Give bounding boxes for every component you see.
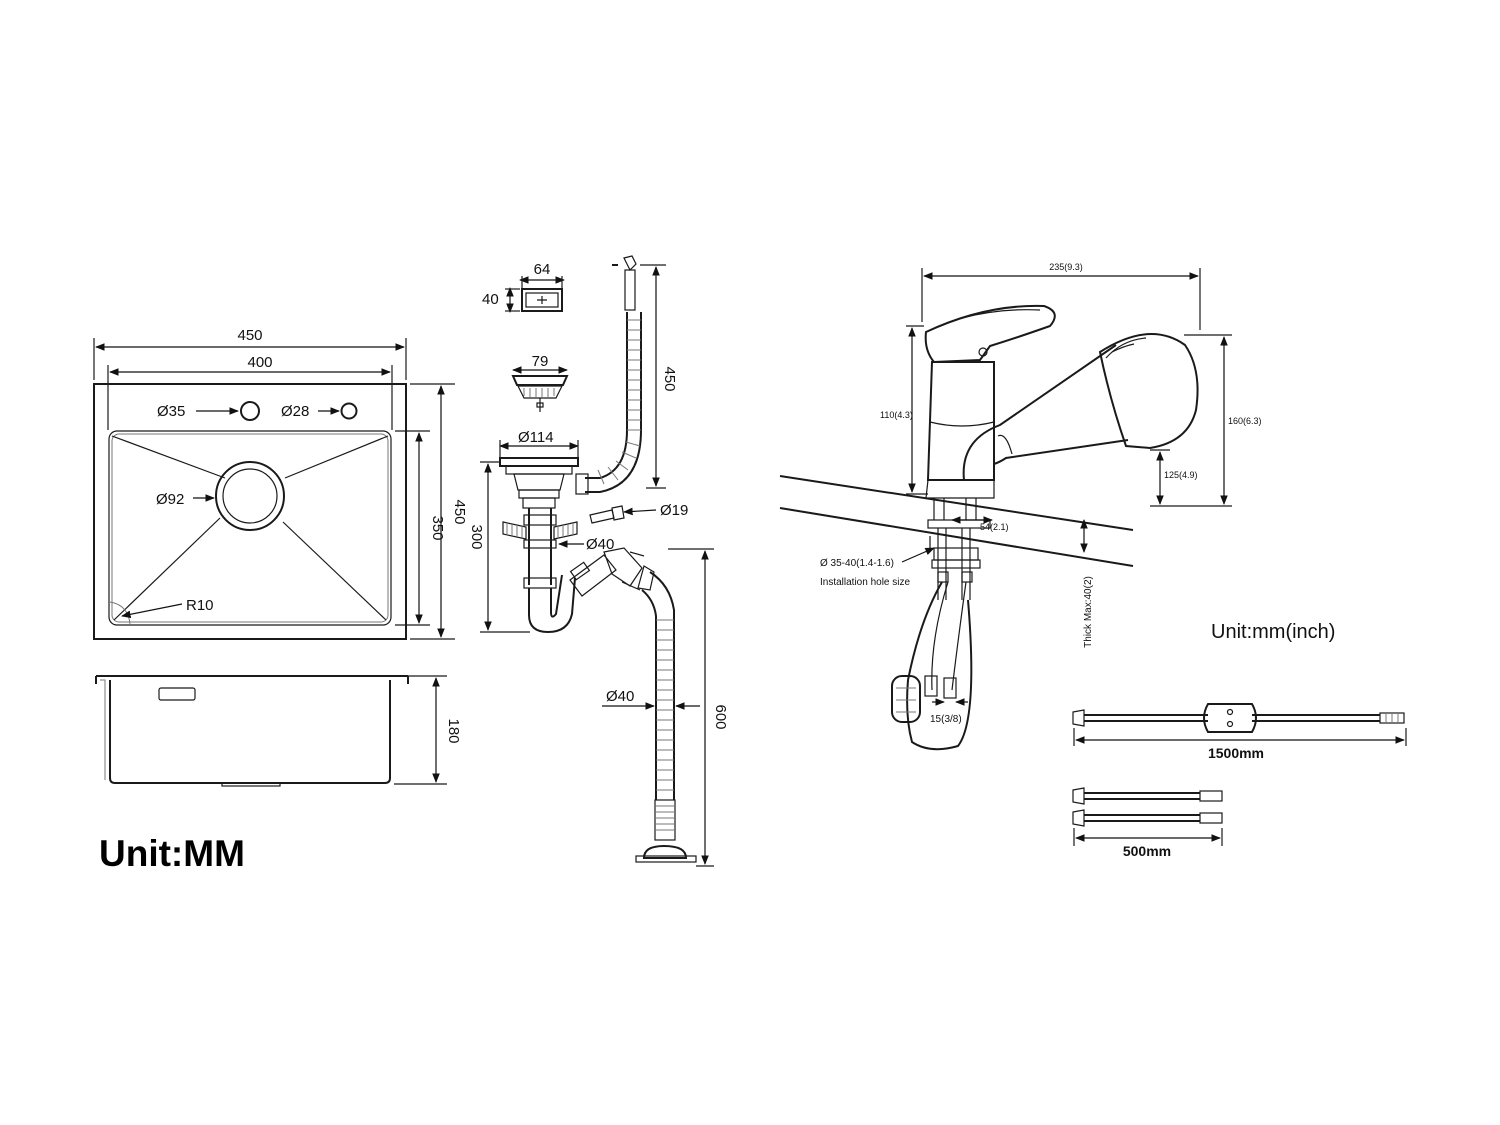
faucet-width: 235(9.3) bbox=[1049, 262, 1083, 272]
faucet-spout-height: 125(4.9) bbox=[1164, 470, 1198, 480]
drain-height: 300 bbox=[468, 524, 485, 549]
install-hole-size: Ø 35-40(1.4-1.6) bbox=[820, 558, 894, 569]
faucet-body-height: 110(4.3) bbox=[880, 410, 913, 420]
faucet-unit-label: Unit:mm(inch) bbox=[1211, 621, 1335, 643]
sink-width-outer: 450 bbox=[237, 327, 262, 344]
short-hose-length: 500mm bbox=[1123, 843, 1171, 859]
overflow-width: 64 bbox=[534, 261, 551, 278]
sink-height-outer: 450 bbox=[451, 499, 468, 524]
sink-top-view: 450 400 450 350 Ø35 Ø28 Ø92 R10 bbox=[93, 327, 468, 640]
strainer-diameter: 79 bbox=[532, 353, 549, 370]
sink-depth: 180 bbox=[445, 718, 462, 743]
overflow-height: 40 bbox=[482, 291, 499, 308]
faucet-total-height: 160(6.3) bbox=[1228, 416, 1262, 426]
hole2-label: Ø28 bbox=[281, 403, 309, 420]
side-inlet-diameter: Ø40 bbox=[586, 536, 614, 553]
long-hose: 1500mm bbox=[1072, 703, 1407, 761]
hose-diameter: Ø40 bbox=[606, 688, 634, 705]
overflow-hose-length: 450 bbox=[661, 366, 678, 391]
overflow-pipe-diameter: Ø19 bbox=[660, 502, 688, 519]
drain-hole-label: Ø92 bbox=[156, 491, 184, 508]
sink-width-inner: 400 bbox=[247, 354, 272, 371]
install-hole-caption: Installation hole size bbox=[820, 577, 910, 588]
sink-unit-label: Unit:MM bbox=[99, 833, 245, 874]
short-hoses: 500mm bbox=[1072, 787, 1223, 859]
sink-side-view: 180 bbox=[95, 675, 462, 787]
long-hose-length: 1500mm bbox=[1208, 745, 1264, 761]
drain-kit: 64 40 79 450 Ø114 bbox=[468, 255, 729, 867]
faucet-hole-28 bbox=[340, 402, 358, 420]
faucet-base-offset: 54(2.1) bbox=[980, 522, 1009, 532]
thread-size: 15(3/8) bbox=[930, 714, 962, 725]
sink-height-inner: 350 bbox=[429, 515, 446, 540]
hose-length: 600 bbox=[712, 704, 729, 729]
flange-diameter: Ø114 bbox=[518, 429, 554, 446]
faucet-hole-35 bbox=[240, 401, 260, 421]
faucet-drawing: 235(9.3) 110(4.3) 160(6.3) 125(4.9) 54(2… bbox=[779, 262, 1262, 751]
hole1-label: Ø35 bbox=[157, 403, 185, 420]
thick-max: Thick Max:40(2) bbox=[1083, 576, 1094, 648]
corner-radius-label: R10 bbox=[186, 597, 214, 614]
